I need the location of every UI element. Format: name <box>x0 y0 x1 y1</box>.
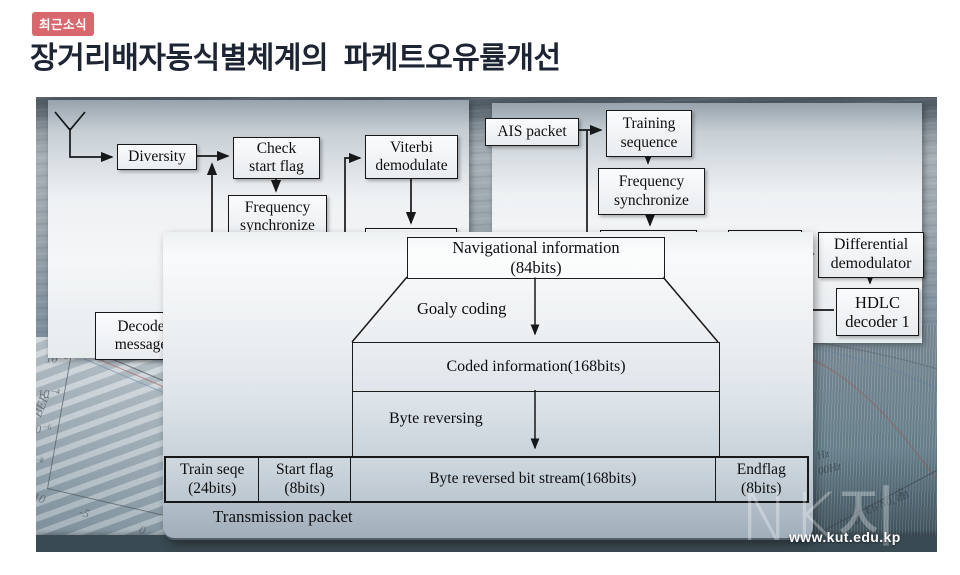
ber-ytick: 10⁻⁶ <box>36 421 52 436</box>
navigational-information-box: Navigational information (84bits) <box>407 237 665 279</box>
viterbi-demodulate-box: Viterbi demodulate <box>365 135 458 179</box>
transmission-packet-caption: Transmission packet <box>213 507 353 526</box>
snr-curves <box>805 340 937 480</box>
byte-reversed-stream-cell: Byte reversed bit stream(168bits) <box>351 458 716 501</box>
check-start-flag-box: Check start flag <box>233 137 320 179</box>
frequency-synchronize-box-tx: Frequency synchronize <box>598 168 705 215</box>
frequency-synchronize-box-rx: Frequency synchronize <box>228 195 327 239</box>
ber-ytick: 10⁻⁸ <box>36 454 44 469</box>
coded-information-section: Coded information(168bits) <box>353 343 719 392</box>
sea-texture-right <box>798 325 937 552</box>
diversity-box: Diversity <box>117 144 197 170</box>
ber-xtick: -5 <box>77 504 92 521</box>
coded-information-box: Coded information(168bits) Byte reversin… <box>352 342 720 458</box>
snr-chart-watermark: Hz 00Hz 5 0 Eb/N0, dB <box>805 329 937 552</box>
start-flag-cell: Start flag (8bits) <box>259 458 351 501</box>
news-badge: 최근소식 <box>32 12 95 36</box>
end-flag-cell: Endflag (8bits) <box>736 460 786 497</box>
site-url: www.kut.edu.kp <box>789 529 901 545</box>
ber-ytick: 10⁻⁴ <box>37 386 60 401</box>
byte-reversing-label: Byte reversing <box>389 410 483 427</box>
ber-xtick: -10 <box>36 488 48 507</box>
sea-waves-left <box>36 337 168 552</box>
golay-coding-label: Goaly coding <box>417 299 507 318</box>
nk-logo-watermark: NK지식 <box>740 479 900 556</box>
ais-packet-box: AIS packet <box>485 118 579 146</box>
train-sequence-cell: Train seqe (24bits) <box>166 458 260 501</box>
differential-demodulator-box: Differential demodulator <box>818 232 924 278</box>
page-title: 장거리배자동식별체계의 파케트오유률개선 <box>30 42 561 75</box>
hdlc-decoder-box: HDLC decoder 1 <box>836 288 919 336</box>
ber-xtick: 0 <box>137 522 148 538</box>
training-sequence-box: Training sequence <box>606 110 692 157</box>
transmission-packet-row: Train seqe (24bits) Start flag (8bits) B… <box>164 456 809 503</box>
